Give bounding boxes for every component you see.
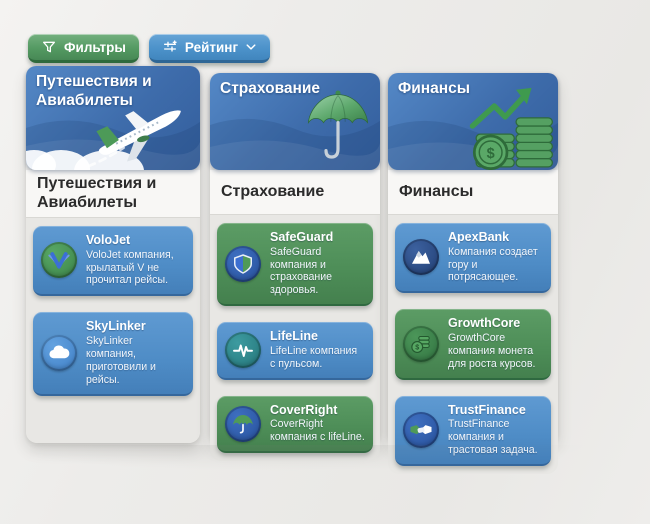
- rating-button-label: Рейтинг: [184, 39, 239, 55]
- section-title-finance: Финансы: [388, 170, 558, 215]
- item-description: GrowthCore компания монета для роста кур…: [448, 332, 536, 370]
- list-item-volojet[interactable]: VoloJet VoloJet компания, крылатый V не …: [33, 226, 193, 297]
- item-description: TrustFinance компания и трастовая задача…: [448, 418, 538, 457]
- item-title: GrowthCore: [448, 316, 521, 331]
- winged-v-icon: [41, 242, 77, 279]
- category-panel-travel: Путешествия и Авиабилеты Путешествия и А…: [26, 66, 200, 443]
- section-title-insurance: Страхование: [210, 170, 380, 215]
- item-description: SafeGuard компания и страхование здоровь…: [270, 245, 333, 297]
- airplane-illustration: [87, 110, 181, 168]
- list-item-safeguard[interactable]: SafeGuard SafeGuard компания и страхован…: [217, 223, 373, 307]
- list-item-growthcore[interactable]: $ GrowthCore GrowthCore компания монета …: [395, 309, 551, 380]
- item-title: SkyLinker: [86, 319, 146, 334]
- cloud-decoration: [26, 150, 56, 170]
- list-item-apexbank[interactable]: ApexBank Компания создает гору и потряса…: [395, 223, 551, 294]
- hero-title: Финансы: [398, 80, 470, 97]
- item-description: CoverRight компания с lifeLine.: [270, 418, 365, 444]
- hero-title: Путешествия и Авиабилеты: [36, 73, 152, 109]
- hero-wave-decoration: [210, 118, 380, 170]
- coins-growth-illustration: $: [469, 87, 554, 170]
- filters-button-label: Фильтры: [64, 39, 126, 55]
- item-title: ApexBank: [448, 230, 510, 244]
- list-item-skylinker[interactable]: SkyLinker SkyLinker компания, приготовил…: [33, 312, 193, 396]
- list-item-lifeline[interactable]: LifeLine LifeLine компания с пульсом.: [217, 322, 373, 380]
- item-description: SkyLinker компания, приготовили и рейсы.: [86, 335, 156, 386]
- umbrella-illustration: [307, 90, 369, 159]
- travel-hero-card[interactable]: Путешествия и Авиабилеты: [26, 66, 200, 170]
- category-panel-finance: Финансы $ Финансы: [388, 73, 558, 475]
- section-title-travel: Путешествия и Авиабилеты: [26, 170, 200, 218]
- toolbar: Фильтры Рейтинг: [28, 34, 271, 63]
- item-title: VoloJet: [86, 233, 131, 247]
- item-title: CoverRight: [270, 402, 338, 417]
- svg-text:$: $: [487, 146, 495, 162]
- item-title: TrustFinance: [448, 402, 526, 417]
- item-description: VoloJet компания, крылатый V не прочитал…: [86, 248, 174, 287]
- hero-title: Страхование: [220, 80, 321, 97]
- finance-hero-card[interactable]: Финансы $: [388, 73, 558, 170]
- funnel-icon: [41, 39, 57, 55]
- filters-button[interactable]: Фильтры: [28, 34, 139, 63]
- item-description: Компания создает гору и потрясающее.: [448, 245, 538, 284]
- list-item-trustfinance[interactable]: TrustFinance TrustFinance компания и тра…: [395, 395, 551, 467]
- insurance-hero-card[interactable]: Страхование: [210, 73, 380, 170]
- chevron-down-icon: [245, 41, 257, 53]
- handshake-icon: [403, 411, 439, 448]
- item-description: LifeLine компания с пульсом.: [270, 344, 358, 370]
- item-title: SafeGuard: [270, 230, 334, 244]
- rating-button[interactable]: Рейтинг: [148, 34, 271, 63]
- company-list-travel: VoloJet VoloJet компания, крылатый V не …: [26, 218, 200, 443]
- list-item-coverright[interactable]: CoverRight CoverRight компания с lifeLin…: [217, 395, 373, 454]
- category-panel-insurance: Страхование Страхование: [210, 73, 380, 462]
- coins-icon: $: [403, 325, 439, 362]
- sliders-icon: [162, 39, 178, 55]
- cloud-icon: [41, 335, 77, 372]
- company-list-finance: ApexBank Компания создает гору и потряса…: [388, 215, 558, 475]
- company-list-insurance: SafeGuard SafeGuard компания и страхован…: [210, 215, 380, 462]
- pulse-icon: [225, 332, 261, 369]
- svg-text:$: $: [415, 343, 419, 351]
- shield-icon: [225, 245, 261, 282]
- item-title: LifeLine: [270, 329, 318, 344]
- umbrella-icon: [225, 405, 261, 442]
- mountain-icon: [403, 239, 439, 276]
